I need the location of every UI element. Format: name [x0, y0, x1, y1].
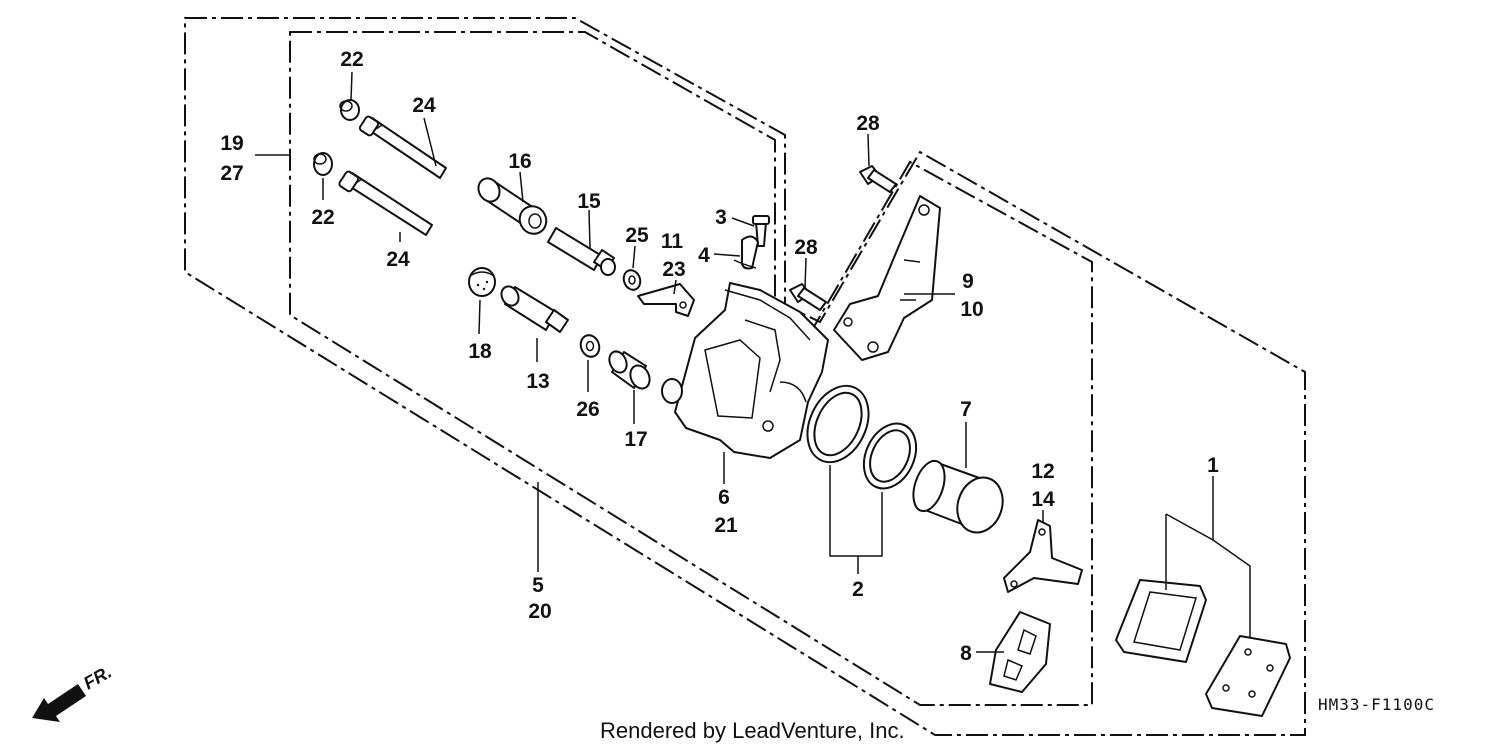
callout-25: 25: [625, 224, 649, 247]
pin-cap-lower: [313, 152, 333, 176]
brake-pad-front: [1115, 579, 1207, 663]
pin-cap-upper: [339, 99, 360, 121]
piston: [912, 459, 1004, 534]
callout-5: 5: [532, 574, 544, 597]
inner-boundary-line: [289, 31, 1093, 706]
bracket-bolt-lower: [789, 283, 827, 311]
piston-seal-inner: [862, 422, 918, 490]
bleeder-cap: [733, 235, 759, 270]
credit-text: Rendered by LeadVenture, Inc.: [600, 718, 905, 743]
callout-22-upper: 22: [340, 48, 363, 71]
callout-24-upper: 24: [412, 94, 436, 117]
pad-shim: [989, 611, 1051, 693]
callout-20: 20: [528, 600, 551, 623]
callout-22-lower: 22: [311, 206, 334, 229]
callout-17: 17: [624, 428, 647, 451]
pin-15: [547, 227, 616, 276]
callout-7: 7: [960, 398, 972, 421]
front-direction-arrow-icon: [32, 684, 86, 722]
callout-15: 15: [577, 190, 601, 213]
callout-3: 3: [715, 206, 727, 229]
pad-retainer-bracket: [637, 283, 695, 317]
callout-16: 16: [508, 150, 531, 173]
leader-lines: [255, 71, 1251, 653]
callout-28-upper: 28: [856, 112, 880, 135]
callout-19: 19: [220, 132, 243, 155]
bleeder-valve: [752, 215, 770, 247]
callout-27: 27: [220, 162, 243, 185]
brake-pad-rear: [1205, 635, 1291, 717]
callout-9: 9: [962, 270, 974, 293]
caliper-body: [661, 282, 829, 459]
callout-24-lower: 24: [386, 248, 410, 271]
front-direction-label: FR.: [80, 662, 115, 694]
bushing-17: [608, 350, 651, 390]
slide-pin-upper: [358, 115, 447, 179]
callout-2: 2: [852, 578, 864, 601]
callout-21: 21: [714, 514, 738, 537]
diagram-code: HM33-F1100C: [1318, 695, 1435, 714]
washer-25: [622, 269, 642, 291]
pad-spring: [1003, 519, 1083, 593]
sleeve-16: [477, 177, 548, 235]
callout-12: 12: [1031, 460, 1054, 483]
callout-13: 13: [526, 370, 549, 393]
washer-26: [579, 334, 601, 358]
callout-1: 1: [1207, 454, 1219, 477]
pin-13: [500, 285, 569, 333]
slide-pin-lower: [338, 170, 433, 236]
callout-11: 11: [661, 230, 684, 253]
callout-6: 6: [718, 486, 730, 509]
callout-28-lower: 28: [794, 236, 818, 259]
piston-seal-outer: [806, 384, 870, 464]
boot-18: [468, 267, 496, 297]
callout-10: 10: [960, 298, 983, 321]
callout-4: 4: [698, 244, 710, 267]
callout-23: 23: [662, 258, 685, 281]
callout-26: 26: [576, 398, 599, 421]
callout-8: 8: [960, 642, 972, 665]
bracket-bolt-upper: [859, 165, 897, 193]
callout-18: 18: [468, 340, 492, 363]
outer-boundary-line: [184, 17, 1306, 736]
caliper-bracket: [833, 195, 941, 361]
callout-14: 14: [1031, 488, 1055, 511]
